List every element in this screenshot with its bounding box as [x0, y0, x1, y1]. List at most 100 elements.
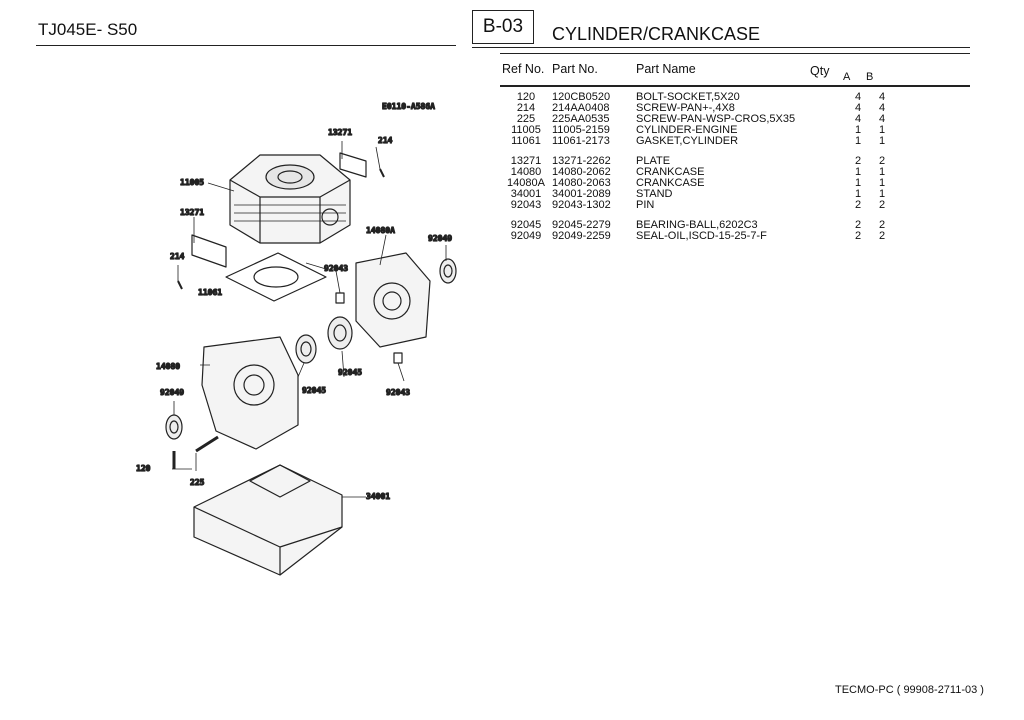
part-name: SCREW-PAN-WSP-CROS,5X35	[636, 113, 796, 125]
part-no: 225AA0535	[552, 113, 610, 125]
plate-part	[339, 152, 367, 178]
ref-no: 11061	[511, 135, 541, 147]
part-name: PIN	[636, 199, 655, 211]
ref-no: 225	[516, 113, 536, 125]
cylinder-gasket-part	[225, 252, 327, 302]
qty-b: 4	[878, 91, 886, 103]
ref-no: 92045	[510, 219, 542, 231]
pin-part	[393, 352, 403, 364]
part-name: BOLT-SOCKET,5X20	[636, 91, 740, 103]
part-no: 92049-2259	[552, 230, 611, 242]
callout-label: 120	[136, 464, 151, 473]
qty-b: 2	[878, 219, 886, 231]
plate-part	[191, 234, 227, 268]
ref-no: 214	[516, 102, 536, 114]
part-name: STAND	[636, 188, 673, 200]
table-row: 14080 14080-2062 CRANKCASE 1 1	[500, 167, 900, 178]
part-no: 92043-1302	[552, 199, 611, 211]
crankcase-part	[201, 336, 299, 450]
ball-bearing-part	[295, 334, 317, 364]
callout-label: 34001	[366, 492, 390, 501]
part-name: PLATE	[636, 155, 671, 167]
qty-b: 2	[878, 230, 886, 242]
col-header-name: Part Name	[636, 62, 696, 76]
oil-seal-part	[165, 414, 183, 440]
ref-no: 11005	[511, 124, 541, 136]
ref-no: 13271	[510, 155, 542, 167]
exploded-parts-diagram: E0110-A586A	[135, 101, 457, 576]
ref-no: 34001	[510, 188, 542, 200]
qty-a: 2	[854, 230, 862, 242]
callout-label: 92049	[428, 234, 452, 243]
divider	[472, 47, 970, 48]
qty-b: 1	[878, 124, 886, 136]
callout-label: 92045	[338, 368, 362, 377]
col-header-b: B	[866, 71, 874, 83]
callout-label: 214	[170, 252, 185, 261]
ref-no: 92049	[510, 230, 542, 242]
qty-b: 4	[878, 113, 886, 125]
callout-label: 92043	[386, 388, 410, 397]
callout-label: 92045	[302, 386, 326, 395]
qty-a: 4	[854, 113, 862, 125]
qty-a: 1	[854, 135, 862, 147]
divider	[500, 53, 970, 54]
model-title: TJ045E- S50	[38, 20, 138, 39]
qty-b: 2	[878, 155, 886, 167]
callout-label: 11061	[198, 288, 222, 297]
callout-label: 92043	[324, 264, 348, 273]
callout-label: 92049	[160, 388, 184, 397]
col-header-part: Part No.	[552, 62, 598, 76]
divider	[500, 85, 970, 87]
qty-b: 2	[878, 199, 886, 211]
divider	[36, 45, 456, 46]
part-no: 11061-2173	[552, 135, 610, 147]
footer-code: TECMO-PC ( 99908-2711-03 )	[835, 684, 984, 696]
callout-label: 11005	[180, 178, 204, 187]
pin-part	[335, 292, 345, 304]
qty-a: 1	[854, 177, 862, 189]
qty-a: 4	[854, 91, 862, 103]
part-name: SCREW-PAN+-,4X8	[636, 102, 735, 114]
qty-b: 4	[878, 102, 886, 114]
qty-a: 2	[854, 199, 862, 211]
qty-a: 1	[854, 124, 862, 136]
part-name: CRANKCASE	[636, 177, 705, 189]
section-title: CYLINDER/CRANKCASE	[552, 24, 761, 44]
screw-part	[195, 435, 219, 453]
cylinder-engine-part	[229, 154, 351, 244]
qty-b: 1	[878, 166, 886, 178]
part-name: BEARING-BALL,6202C3	[636, 219, 758, 231]
callout-label: 14080A	[366, 226, 395, 235]
qty-b: 1	[878, 188, 886, 200]
ref-no: 14080	[510, 166, 542, 178]
callout-label: 225	[190, 478, 205, 487]
part-name: SEAL-OIL,ISCD-15-25-7-F	[636, 230, 767, 242]
qty-a: 1	[854, 166, 862, 178]
section-code-box: B-03	[472, 10, 534, 44]
table-row: 225 225AA0535 SCREW-PAN-WSP-CROS,5X35 4 4	[500, 114, 900, 125]
part-no: 34001-2089	[552, 188, 611, 200]
part-name: CRANKCASE	[636, 166, 705, 178]
diagram-code: E0110-A586A	[382, 102, 435, 111]
part-name: CYLINDER-ENGINE	[636, 124, 738, 136]
table-row: 34001 34001-2089 STAND 1 1	[500, 189, 900, 200]
part-no: 11005-2159	[552, 124, 610, 136]
part-no: 214AA0408	[552, 102, 610, 114]
oil-seal-part	[439, 258, 457, 284]
part-no: 14080-2062	[552, 166, 611, 178]
col-header-qty: Qty	[810, 64, 830, 78]
qty-a: 1	[854, 188, 862, 200]
qty-b: 1	[878, 135, 886, 147]
table-row: 11005 11005-2159 CYLINDER-ENGINE 1 1	[500, 125, 900, 136]
